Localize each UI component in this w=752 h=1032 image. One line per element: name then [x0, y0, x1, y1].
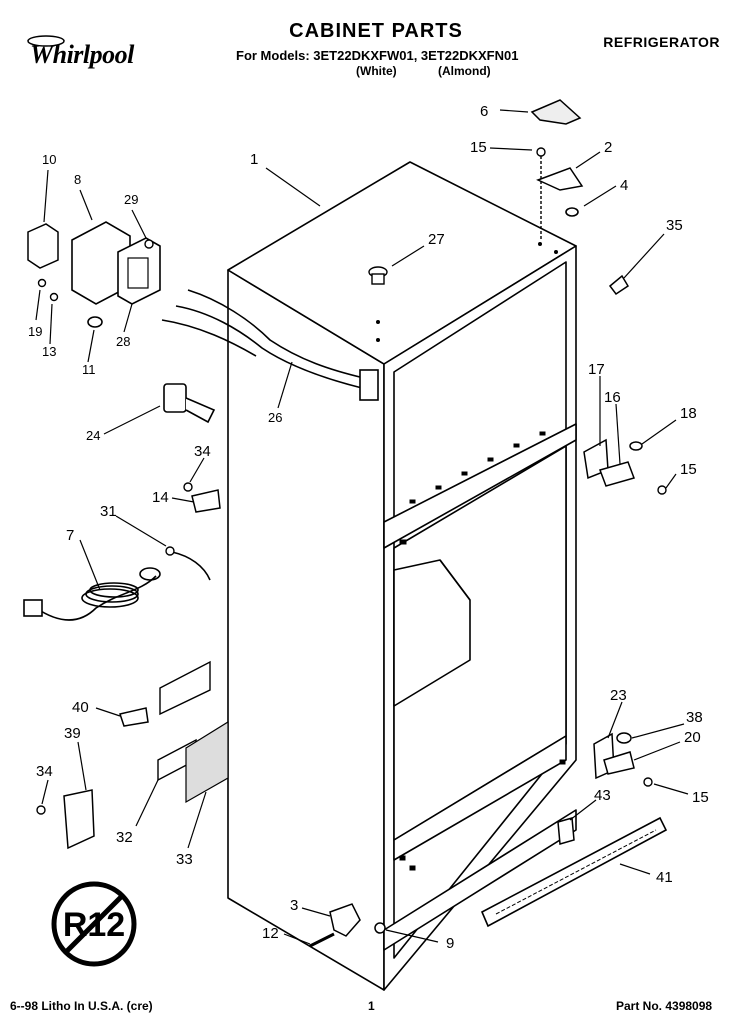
part-13-screw	[49, 292, 59, 302]
part-2-top-hinge	[536, 167, 584, 191]
callout-26: 26	[268, 410, 282, 425]
part-9-screw	[374, 922, 386, 934]
brand-mark-icon	[27, 35, 65, 47]
part-40-clip	[119, 707, 149, 727]
part-24-drain-fitting	[163, 383, 216, 424]
callout-35: 35	[666, 217, 683, 234]
part-18-washer	[629, 441, 643, 451]
part-14-clip	[191, 489, 221, 513]
callout-numbers: 1 2 3 4 6 7 8 9 10 11 12 13 14 15 15 15 …	[28, 103, 709, 952]
part-6-hinge-cover	[530, 99, 582, 125]
footer-part-number: Part No. 4398098	[616, 999, 713, 1013]
callout-9: 9	[446, 935, 454, 952]
cabinet-top-holes	[376, 242, 558, 342]
part-10-relay-cover	[27, 223, 59, 269]
callout-24: 24	[86, 428, 100, 443]
callout-29: 29	[124, 192, 138, 207]
footer-page-number: 1	[368, 999, 375, 1013]
model-numbers: For Models: 3ET22DKXFW01, 3ET22DKXFN01	[236, 48, 519, 63]
part-7-power-cord	[23, 551, 211, 621]
part-4-washer	[565, 207, 579, 217]
callout-15-top: 15	[470, 139, 487, 156]
no-r12-prohibition-icon	[51, 881, 137, 967]
part-33-insulation	[185, 720, 229, 804]
category-label: REFRIGERATOR	[603, 34, 720, 50]
callout-13: 13	[42, 344, 56, 359]
part-12-leveling-screw	[309, 932, 335, 948]
callout-6: 6	[480, 103, 488, 120]
part-39-cover	[63, 789, 95, 850]
part-31-screw	[165, 546, 175, 556]
page-title: CABINET PARTS	[289, 20, 463, 42]
variant-almond: (Almond)	[438, 64, 491, 78]
callout-12: 12	[262, 925, 279, 942]
callout-27: 27	[428, 231, 445, 248]
callout-14: 14	[152, 489, 169, 506]
part-34-screw-lower	[36, 805, 46, 815]
callout-28: 28	[116, 334, 130, 349]
part-29-screw	[144, 239, 154, 249]
part-15-screw-bottom	[643, 777, 653, 787]
part-41-toe-grille	[480, 816, 668, 928]
part-15-screw	[536, 147, 546, 240]
callout-41: 41	[656, 869, 673, 886]
brand-logo: Whirlpool	[30, 40, 134, 69]
part-15-screw-center	[657, 485, 667, 495]
part-35-plug	[608, 274, 630, 296]
part-3-leveling-bracket	[329, 903, 361, 937]
mullion-slots	[399, 431, 566, 871]
part-20-hinge-pin	[603, 751, 635, 775]
mounting-plate-upper	[159, 660, 211, 716]
callout-19: 19	[28, 324, 42, 339]
callout-2: 2	[604, 139, 612, 156]
callout-31: 31	[100, 503, 117, 520]
part-26-wire-harness	[161, 289, 379, 401]
callout-39: 39	[64, 725, 81, 742]
callout-8: 8	[74, 172, 81, 187]
callout-34-lower: 34	[36, 763, 53, 780]
callout-3: 3	[290, 897, 298, 914]
footer-litho: 6--98 Litho In U.S.A. (cre)	[10, 999, 153, 1013]
variant-white: (White)	[356, 64, 397, 78]
callout-4: 4	[620, 177, 628, 194]
callout-10: 10	[42, 152, 56, 167]
leader-lines	[35, 109, 689, 945]
part-16-hinge-pin	[599, 461, 635, 487]
callout-33: 33	[176, 851, 193, 868]
callout-34-upper: 34	[194, 443, 211, 460]
cabinet	[227, 161, 577, 991]
r12-badge-label: R12	[63, 906, 125, 944]
callout-15-bottom: 15	[692, 789, 709, 806]
callout-18: 18	[680, 405, 697, 422]
part-43-clip	[557, 817, 575, 845]
part-19-screw	[37, 278, 47, 288]
callout-20: 20	[684, 729, 701, 746]
callout-15-center: 15	[680, 461, 697, 478]
part-34-screw	[183, 482, 193, 492]
callout-7: 7	[66, 527, 74, 544]
callout-16: 16	[604, 389, 621, 406]
callout-32: 32	[116, 829, 133, 846]
part-27-plug	[368, 266, 388, 285]
callout-40: 40	[72, 699, 89, 716]
part-11-grommet	[87, 316, 103, 328]
callout-38: 38	[686, 709, 703, 726]
callout-1: 1	[250, 151, 258, 168]
callout-23: 23	[610, 687, 627, 704]
part-38-washer	[616, 732, 632, 744]
callout-43: 43	[594, 787, 611, 804]
callout-11: 11	[82, 362, 96, 377]
callout-17: 17	[588, 361, 605, 378]
